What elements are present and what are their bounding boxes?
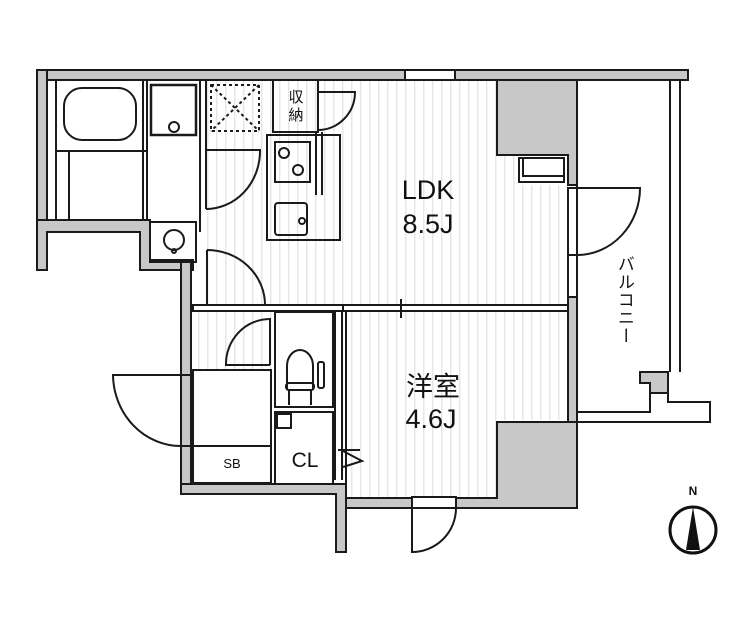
floor-areas bbox=[193, 80, 568, 498]
top-wall bbox=[36, 69, 406, 81]
western-room-floor bbox=[342, 310, 568, 498]
storage-label: 収納 bbox=[288, 88, 304, 124]
top-window bbox=[404, 69, 456, 81]
hallway-left-wall bbox=[180, 261, 192, 495]
shoe-box bbox=[192, 369, 272, 484]
shoe-box-label: SB bbox=[223, 456, 241, 471]
western-room-name: 洋室 bbox=[406, 372, 460, 402]
storage-x-box bbox=[210, 84, 260, 132]
bottom-window bbox=[411, 496, 457, 509]
balcony-label: バルコニー bbox=[613, 255, 634, 345]
balcony-door-swing bbox=[576, 187, 642, 256]
partitions bbox=[46, 79, 711, 554]
toilet-room bbox=[274, 311, 334, 408]
washer-area bbox=[149, 83, 198, 137]
western-room-size: 4.6J bbox=[405, 404, 457, 434]
sink bbox=[274, 202, 308, 236]
kitchen-counter bbox=[266, 134, 341, 241]
ldk-room-size: 8.5J bbox=[402, 209, 454, 239]
right-wall-mid bbox=[567, 296, 578, 423]
top-wall-right bbox=[454, 69, 689, 81]
entrance-bottom-wall bbox=[180, 483, 347, 553]
entrance-door-swing bbox=[111, 374, 182, 447]
compass-icon bbox=[668, 505, 718, 555]
bathtub-icon bbox=[63, 87, 137, 141]
balcony-block bbox=[639, 371, 669, 394]
wash-basin bbox=[149, 221, 197, 263]
ldk-floor bbox=[200, 80, 568, 305]
ldk-room-name: LDK bbox=[401, 175, 455, 205]
corridor-floor bbox=[200, 250, 270, 305]
closet bbox=[274, 411, 334, 485]
stove bbox=[274, 141, 311, 183]
left-wall bbox=[36, 69, 48, 231]
compass-north-label: N bbox=[688, 484, 698, 498]
toilet-icon bbox=[286, 349, 314, 390]
closet-label: CL bbox=[291, 449, 319, 472]
